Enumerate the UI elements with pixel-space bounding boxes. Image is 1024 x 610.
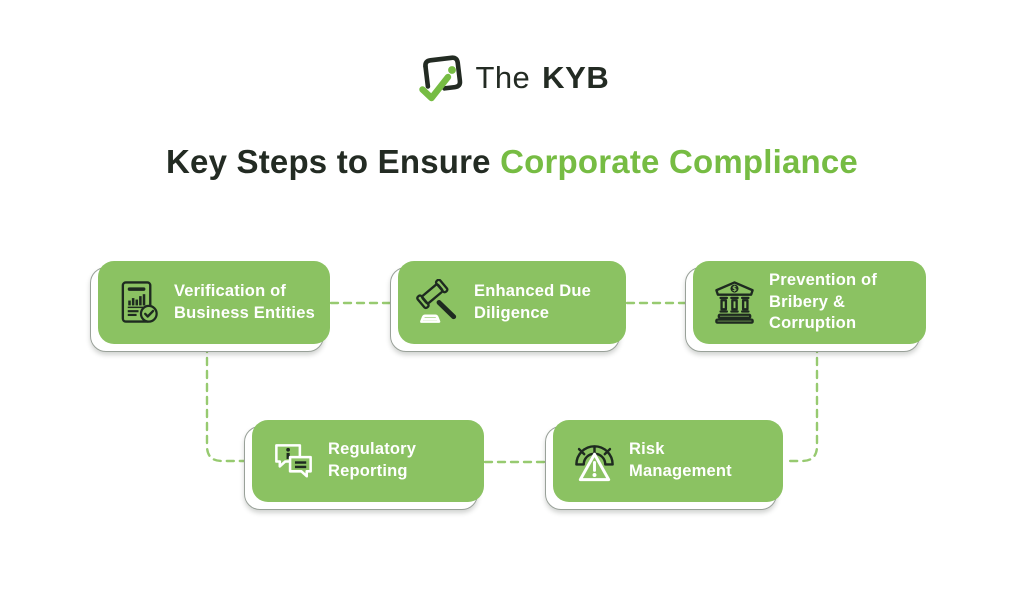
document-verification-icon bbox=[121, 281, 158, 323]
step-box: Risk Management bbox=[553, 420, 783, 502]
svg-text:$: $ bbox=[732, 285, 737, 293]
title-green-part: Corporate Compliance bbox=[500, 143, 858, 180]
step-box: Enhanced Due Diligence bbox=[398, 261, 626, 344]
step-card-verification: Verification of Business Entities bbox=[90, 261, 330, 352]
page-title: Key Steps to Ensure Corporate Compliance bbox=[0, 143, 1024, 181]
brand-prefix: The bbox=[475, 60, 531, 95]
chat-report-icon bbox=[275, 443, 312, 477]
step-card-regulatory-reporting: Regulatory Reporting bbox=[244, 420, 484, 510]
step-box: Regulatory Reporting bbox=[252, 420, 484, 502]
title-dark-part: Key Steps to Ensure bbox=[165, 143, 491, 180]
step-card-due-diligence: Enhanced Due Diligence bbox=[390, 261, 626, 352]
step-label: Verification of Business Entities bbox=[174, 281, 315, 322]
step-card-bribery-prevention: $ Prevention of Bribery & Corruption bbox=[685, 261, 926, 352]
bank-bribery-icon: $ bbox=[715, 281, 754, 324]
step-box: $ Prevention of Bribery & Corruption bbox=[693, 261, 926, 344]
risk-gauge-icon bbox=[575, 444, 614, 481]
step-label: Prevention of Bribery & Corruption bbox=[769, 270, 878, 333]
connector-step3-step5 bbox=[783, 343, 819, 463]
step-label: Regulatory Reporting bbox=[328, 440, 417, 480]
step-label: Enhanced Due Diligence bbox=[474, 281, 592, 322]
step-label: Risk Management bbox=[629, 440, 732, 480]
step-card-risk-management: Risk Management bbox=[545, 420, 783, 510]
brand-name: KYB bbox=[542, 60, 610, 95]
gavel-icon bbox=[416, 279, 457, 323]
brand-logo: The KYB bbox=[0, 52, 1024, 104]
step-box: Verification of Business Entities bbox=[98, 261, 330, 344]
kyb-check-logo-icon bbox=[418, 55, 462, 102]
